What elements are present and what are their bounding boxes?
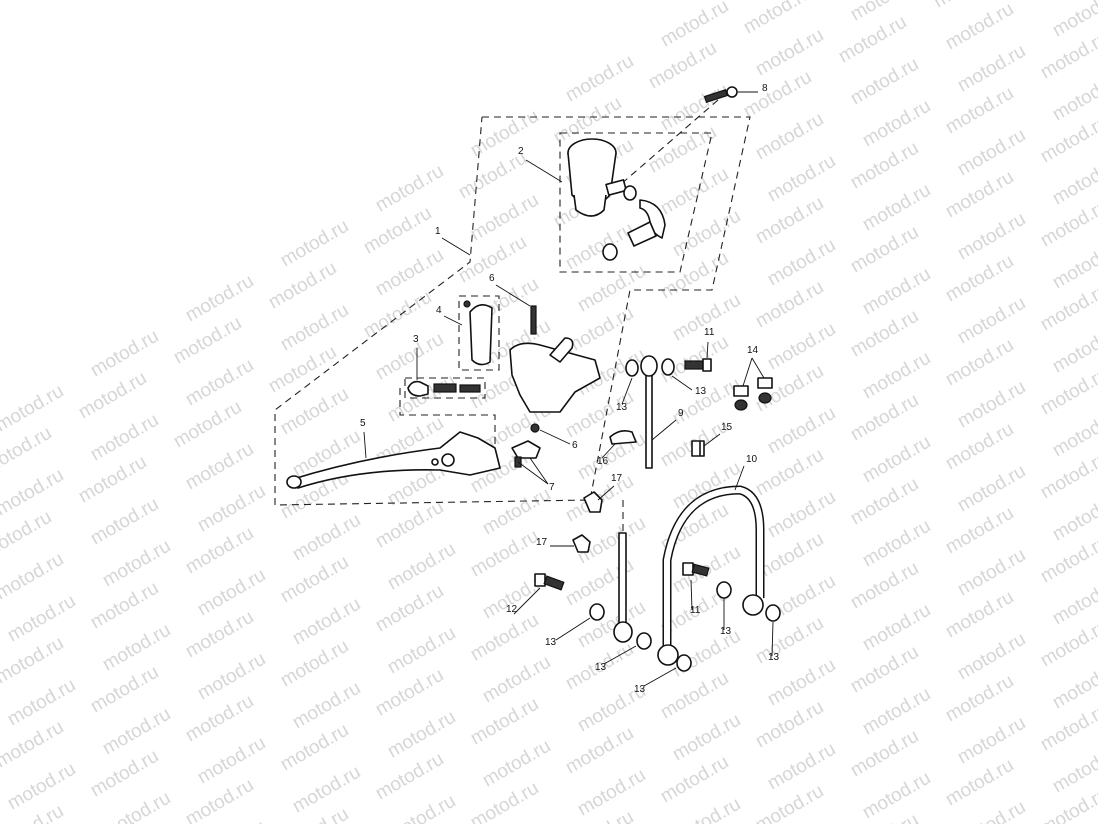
bolt-8 bbox=[703, 86, 738, 104]
leader-lines bbox=[363, 91, 774, 687]
callout-label: 11 bbox=[704, 327, 715, 338]
banjo-bolt-12 bbox=[534, 573, 565, 591]
callout-label: 9 bbox=[678, 408, 684, 419]
callout-label: 4 bbox=[436, 305, 442, 316]
clamp bbox=[463, 300, 493, 366]
bolt-guide-line bbox=[619, 99, 719, 186]
callout-label: 13 bbox=[545, 637, 557, 648]
callout-label: 12 bbox=[506, 604, 518, 615]
callout-label: 7 bbox=[549, 482, 555, 493]
callout-label: 6 bbox=[489, 273, 495, 284]
callout-label: 17 bbox=[536, 537, 548, 548]
reservoir-kit-outline bbox=[559, 132, 713, 273]
piston-kit-outline bbox=[399, 377, 496, 445]
callout-label: 11 bbox=[690, 605, 701, 616]
callout-label: 13 bbox=[768, 652, 780, 663]
clamp-outline bbox=[458, 295, 500, 371]
callout-label: 5 bbox=[360, 418, 366, 429]
master-cylinder-body bbox=[509, 305, 601, 433]
banjo-bolt-11-lower bbox=[682, 562, 710, 577]
switches-14 bbox=[733, 377, 773, 411]
callout-label: 15 bbox=[721, 422, 733, 433]
brake-pipe-9 bbox=[625, 355, 712, 469]
clip-17b bbox=[572, 534, 591, 553]
callout-label: 3 bbox=[413, 334, 419, 345]
callout-label: 8 bbox=[762, 83, 768, 94]
clip-17a bbox=[583, 491, 603, 513]
callout-label: 6 bbox=[572, 440, 578, 451]
callout-label: 13 bbox=[595, 662, 607, 673]
callout-label: 13 bbox=[695, 386, 707, 397]
callout-label: 13 bbox=[634, 684, 646, 695]
callout-label: 17 bbox=[611, 473, 623, 484]
piston-kit bbox=[407, 380, 481, 397]
pivot-part-7 bbox=[511, 440, 541, 468]
callout-label: 10 bbox=[746, 454, 758, 465]
callout-label: 13 bbox=[616, 402, 628, 413]
hose-10 bbox=[657, 485, 765, 666]
callout-label: 16 bbox=[597, 456, 609, 467]
clamp-16 bbox=[609, 430, 637, 445]
lower-pipe bbox=[613, 532, 633, 643]
callout-label: 13 bbox=[720, 626, 732, 637]
washers-13 bbox=[589, 581, 781, 672]
lever bbox=[286, 431, 501, 489]
assembly-outline bbox=[274, 116, 751, 506]
callout-label: 1 bbox=[435, 226, 441, 237]
callout-label: 2 bbox=[518, 146, 524, 157]
reservoir bbox=[567, 138, 666, 261]
callout-label: 14 bbox=[747, 345, 759, 356]
clip-15 bbox=[691, 440, 705, 457]
